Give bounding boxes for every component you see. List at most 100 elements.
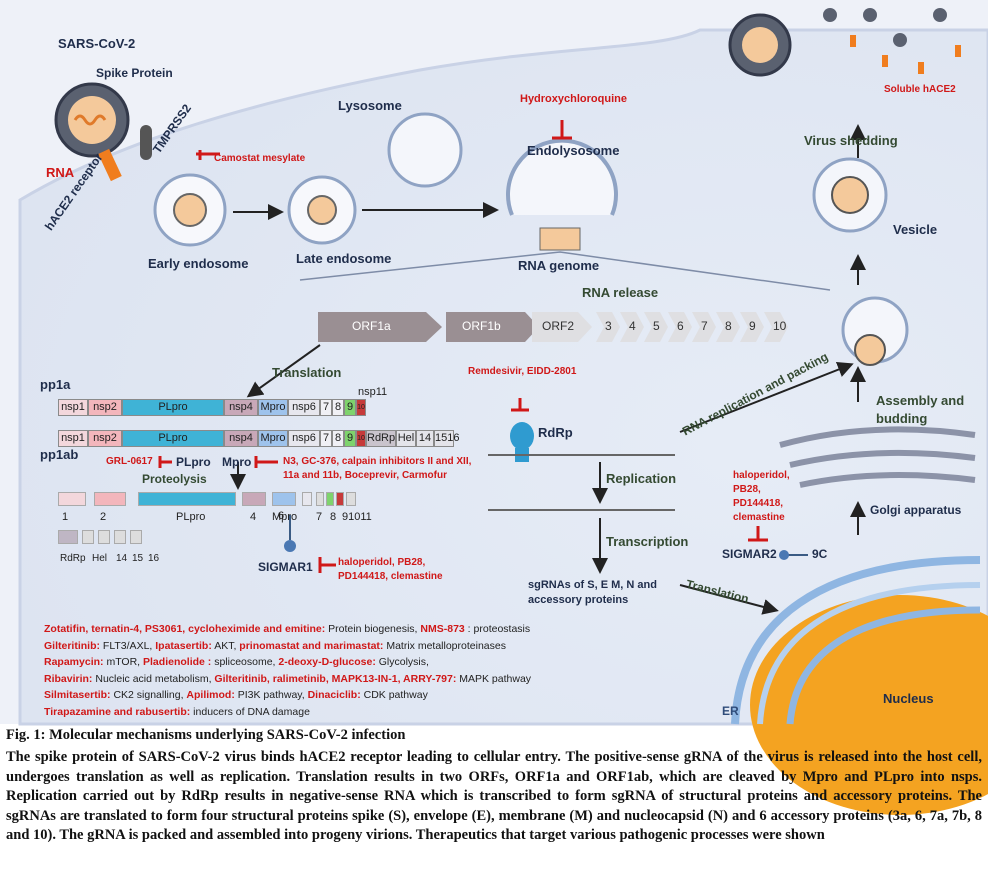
nsp-label-8: 8 [330, 511, 337, 523]
pp1a-seg-8: 8 [332, 399, 344, 416]
drug-text: Dinaciclib: [307, 689, 361, 701]
nsp-block [346, 492, 356, 506]
golgi-stack [779, 426, 976, 448]
golgi-stack [789, 449, 976, 468]
drug-text: prinomastat and marimastat: [239, 639, 384, 652]
drug-text: inducers of DNA damage [190, 705, 310, 718]
rna-release-cone [299, 251, 831, 291]
pp1ab-seg-9: 9 [344, 430, 356, 447]
rdrp-shape [510, 422, 534, 450]
early-endosome-label: Early endosome [148, 256, 249, 271]
translation-label: Translation [272, 365, 342, 380]
pp1a-seg-Mpro: Mpro [258, 399, 288, 416]
inhibit-camostat [196, 150, 220, 160]
late-endosome-label: Late endosome [296, 251, 392, 266]
orf1b-label: ORF1b [462, 319, 501, 333]
drug-text: Ipatasertib: [155, 639, 212, 652]
nsp-block [242, 492, 266, 506]
virus-core [831, 176, 869, 214]
soluble-hace2-label: Soluble hACE2 [884, 84, 956, 95]
orf-arrow-7 [692, 312, 716, 342]
pp1ab-seg-Hel: Hel [396, 430, 416, 447]
figure-title: Fig. 1: Molecular mechanisms underlying … [6, 727, 406, 743]
nsp-block [316, 492, 324, 506]
pp1a-seg-nsp6: nsp6 [288, 399, 320, 416]
orf-arrow-8 [716, 312, 740, 342]
shedding-label: Virus shedding [804, 133, 898, 148]
nsp-block [98, 530, 110, 544]
orf1a-arrow [318, 312, 442, 342]
sigmar2-drug-2: PB28, [733, 484, 761, 495]
nsp-label-PLpro: PLpro [176, 511, 206, 523]
er-layer [731, 556, 981, 725]
mpro-target-label: Mpro [222, 455, 252, 469]
er-layer [786, 606, 981, 725]
orf-arrow-5 [644, 312, 668, 342]
tmprss2-shape [140, 125, 152, 160]
drug-text: mTOR, [103, 656, 144, 668]
drug-text: : proteostasis [464, 623, 531, 635]
nsp-block [58, 530, 78, 544]
orf2-arrow [532, 312, 592, 342]
diagram-canvas [18, 8, 988, 815]
orf-label-9: 9 [749, 319, 756, 333]
sigmar2-label: SIGMAR2 [722, 547, 777, 561]
pp1ab-seg-10: 10 [356, 430, 366, 447]
spike-label: Spike Protein [96, 66, 173, 80]
golgi-label: Golgi apparatus [870, 503, 962, 517]
9c-label: 9C [812, 547, 828, 561]
virus-core [307, 195, 337, 225]
pp1ab-seg-1516: 1516 [434, 430, 459, 447]
sigmar2-drug-1: haloperidol, [733, 470, 790, 481]
orf-label-6: 6 [677, 319, 684, 333]
nsp-label-4: 4 [250, 511, 257, 523]
arrow [679, 361, 854, 433]
nucleus-shape [750, 595, 988, 815]
lysosome-shape [387, 112, 463, 188]
orf-label-8: 8 [725, 319, 732, 333]
nsp-label-Mpro: Mpro [272, 511, 298, 523]
soluble-hace2-group [823, 8, 961, 74]
drug-text: 2-deoxy-D-glucose: [278, 656, 376, 668]
pp1a-seg-9: 9 [344, 399, 356, 416]
orf-label-5: 5 [653, 319, 660, 333]
grl-label: GRL-0617 [106, 456, 153, 467]
sigmar2-knob [779, 550, 789, 560]
pp1ab-seg-7: 7 [320, 430, 332, 447]
orf-arrow-4 [620, 312, 644, 342]
nsp-block [138, 492, 236, 506]
vesicle-label: Vesicle [893, 222, 938, 237]
drug-text: spliceosome, [211, 656, 279, 668]
nsp-block [336, 492, 344, 506]
drug-text: PI3K pathway, [234, 689, 308, 701]
drug-line: Ribavirin: Nucleic acid metabolism, Gilt… [44, 673, 531, 685]
inhibit-mpro [254, 456, 278, 468]
golgi-stack [799, 472, 976, 488]
rdrp-drugs-label: Remdesivir, EIDD-2801 [468, 366, 577, 377]
virus-core [173, 193, 207, 227]
proteolysis-label: Proteolysis [142, 472, 207, 486]
transcription-label: Transcription [606, 534, 689, 549]
orf2-label: ORF2 [542, 319, 575, 333]
sigmar2-drug-4: clemastine [733, 512, 785, 523]
rdrp-label: RdRp [538, 425, 573, 440]
mpro-drugs-2: 11a and 11b, Boceprevir, Carmofur [283, 470, 447, 481]
drug-text: Rapamycin: [44, 656, 104, 668]
rna-genome-label: RNA genome [518, 258, 600, 273]
pp1ab-seg-nsp1: nsp1 [58, 430, 88, 447]
virus-particle [54, 82, 130, 158]
drug-text: NMS-873 [420, 623, 465, 635]
nsp2-label-14: 14 [116, 553, 128, 564]
drug-text: Ribavirin: [44, 672, 93, 685]
er-label: ER [722, 704, 739, 718]
pp1ab-seg-14: 14 [416, 430, 434, 447]
assembly-label-2: budding [876, 411, 928, 426]
endolysosome-label: Endolysosome [527, 143, 620, 158]
drug-text: Glycolysis, [375, 656, 429, 668]
hcq-label: Hydroxychloroquine [520, 93, 627, 105]
drug-text: AKT, [211, 639, 240, 652]
plpro-target-label: PLpro [176, 455, 211, 469]
drug-text: Protein biogenesis, [325, 623, 421, 635]
replication-label: Replication [606, 471, 677, 486]
orf-arrow-6 [668, 312, 692, 342]
